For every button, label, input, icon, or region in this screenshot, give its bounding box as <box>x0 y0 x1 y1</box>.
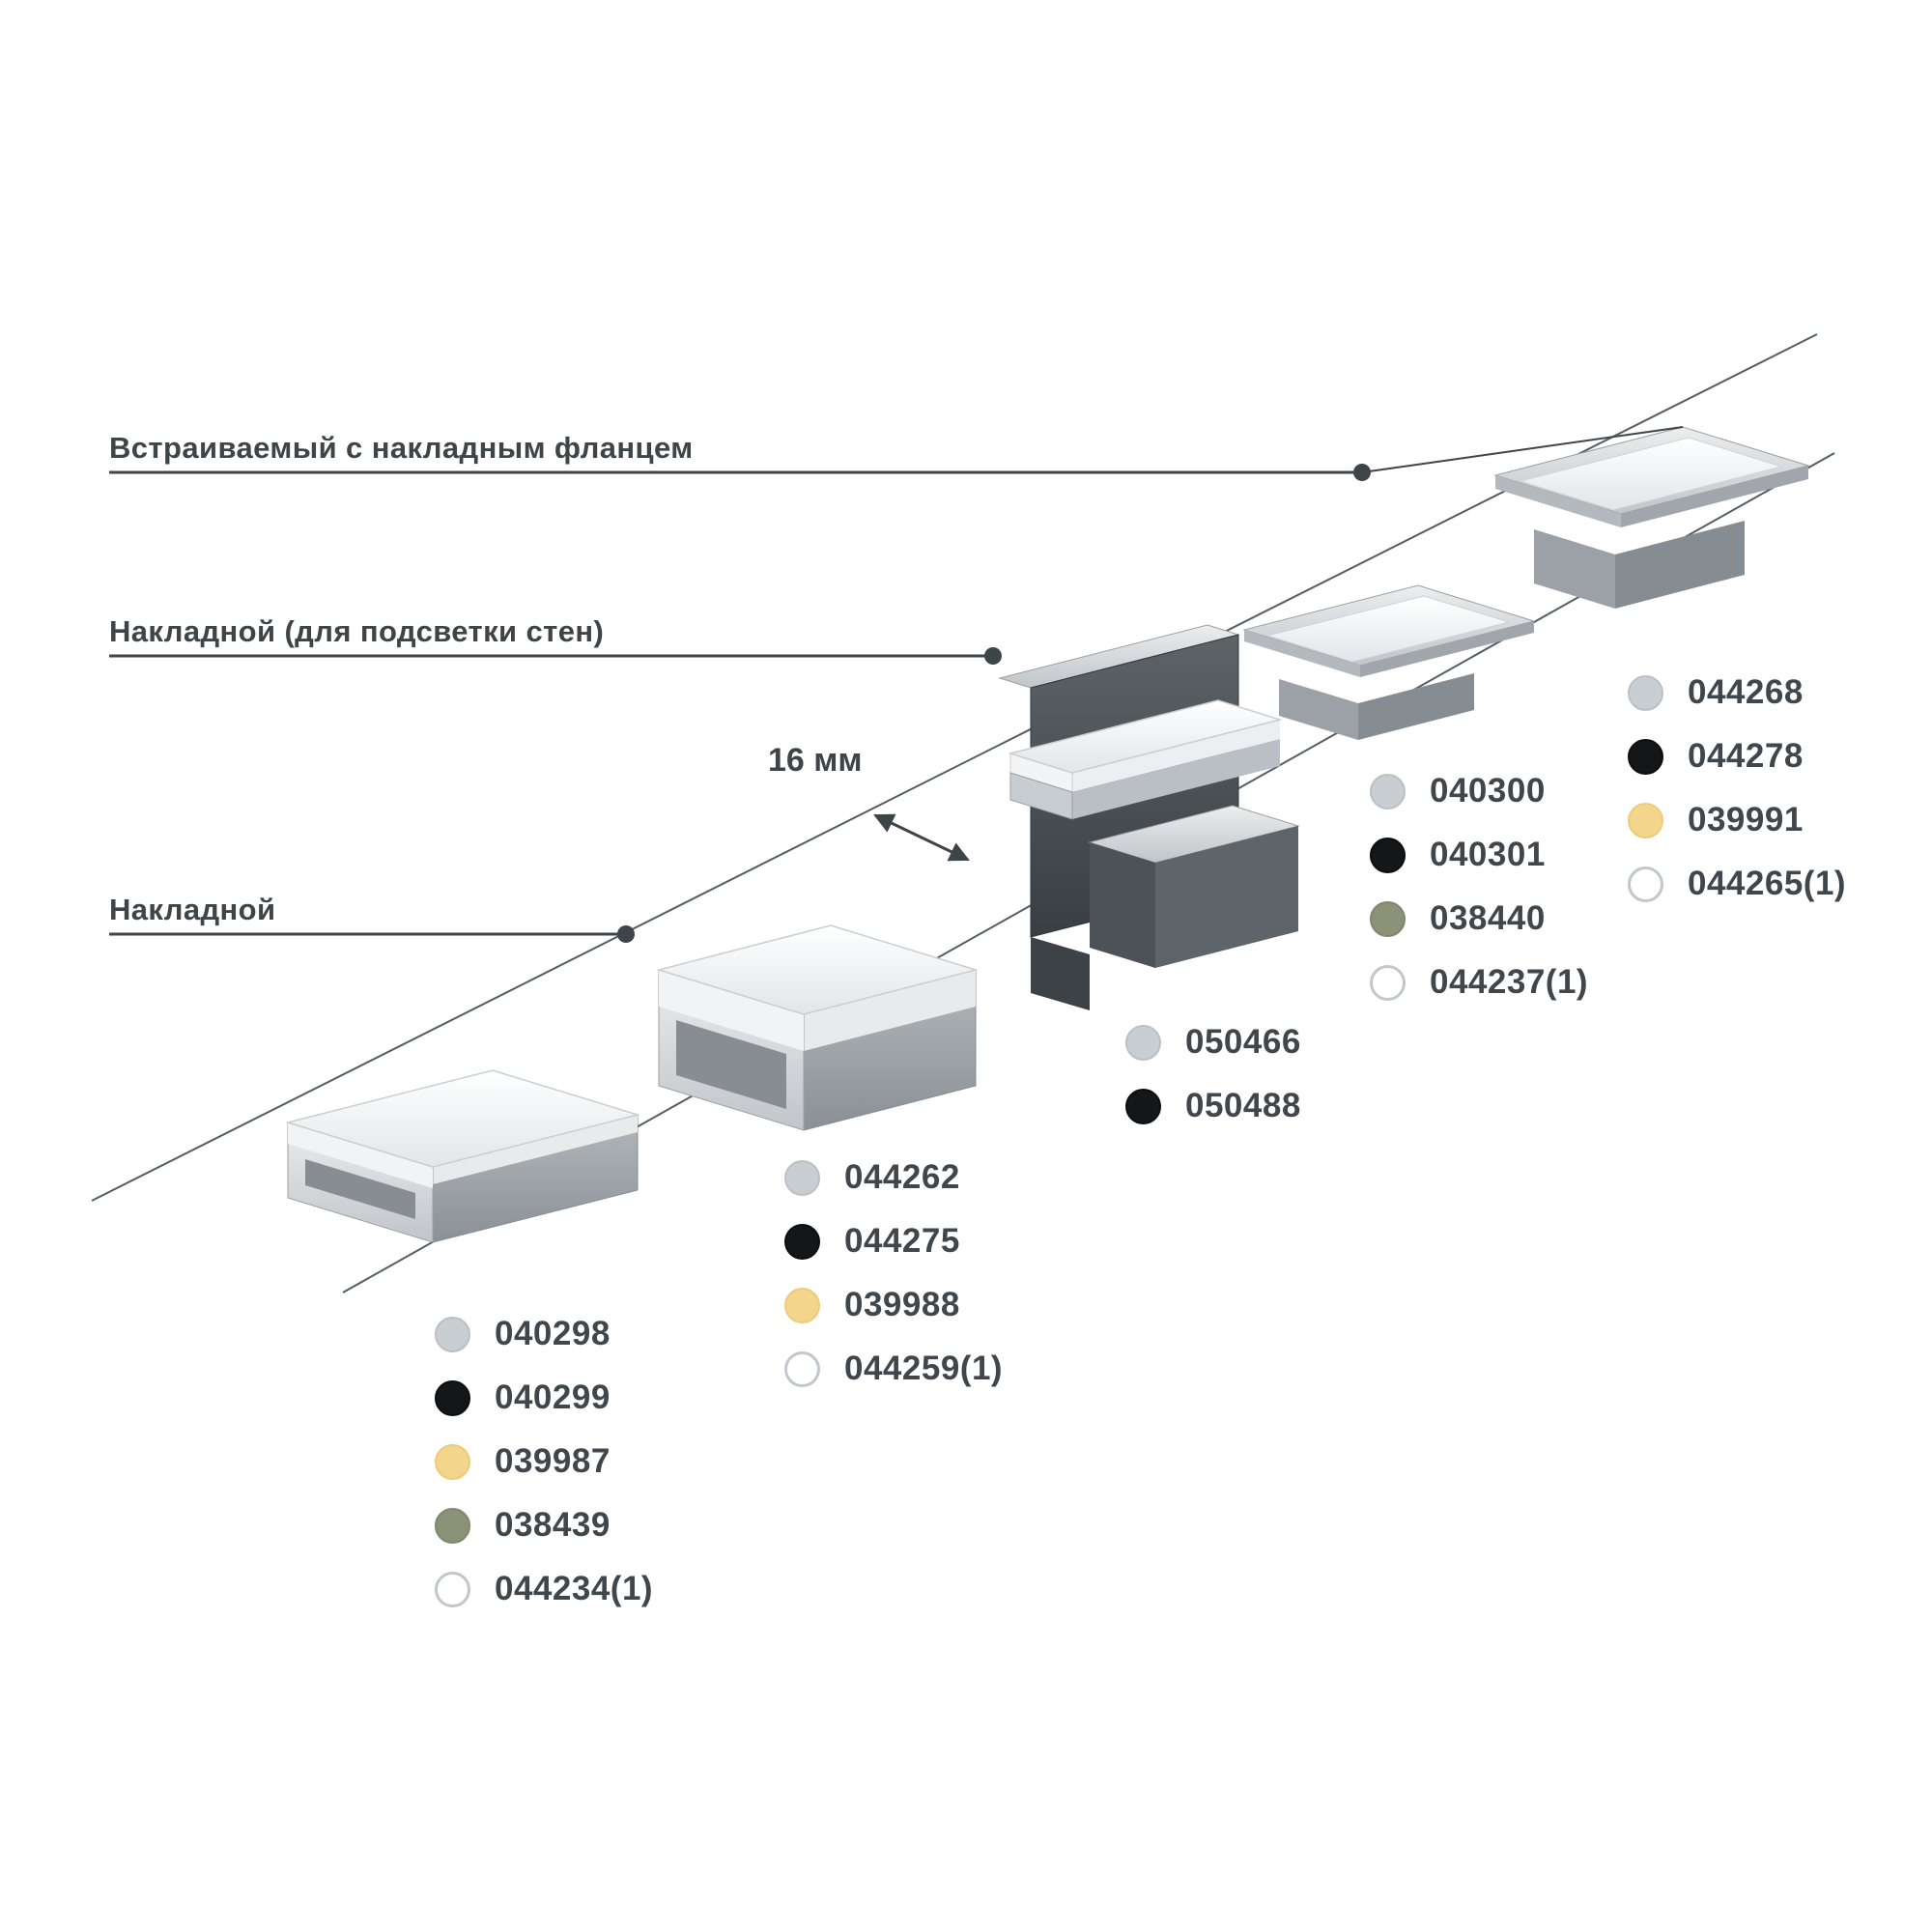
article-code: 044234(1) <box>495 1570 654 1607</box>
leader-dot-wall <box>984 647 1002 665</box>
article-code: 040301 <box>1430 836 1546 873</box>
article-code: 044268 <box>1688 673 1804 711</box>
article-row: 040298 <box>435 1302 653 1366</box>
color-swatch <box>435 1379 470 1416</box>
leader-dot-recessed <box>1353 464 1371 481</box>
article-code: 039987 <box>495 1442 611 1480</box>
article-row: 044278 <box>1628 724 1846 788</box>
color-swatch <box>1628 674 1663 711</box>
article-row: 044275 <box>784 1209 1003 1273</box>
color-swatch <box>1628 866 1663 902</box>
article-list-wall-washer-profile: 050466 050488 <box>1125 1010 1301 1138</box>
color-swatch <box>435 1507 470 1544</box>
label-surface-wall: Накладной (для подсветки стен) <box>109 614 605 648</box>
article-row: 044262 <box>784 1146 1003 1209</box>
article-row: 040299 <box>435 1366 653 1430</box>
article-row: 044268 <box>1628 661 1846 724</box>
article-row: 044237(1) <box>1370 951 1588 1014</box>
color-swatch <box>1370 773 1406 810</box>
color-swatch <box>1628 738 1663 775</box>
article-code: 044262 <box>844 1158 960 1196</box>
article-row: 038439 <box>435 1493 653 1557</box>
article-row: 044259(1) <box>784 1337 1003 1401</box>
article-code: 040300 <box>1430 772 1546 810</box>
article-code: 040298 <box>495 1315 611 1352</box>
surface-profile-high-illustration <box>656 924 979 1131</box>
color-swatch <box>784 1350 820 1387</box>
color-swatch <box>1370 964 1406 1001</box>
article-row: 038440 <box>1370 887 1588 951</box>
article-row: 039987 <box>435 1430 653 1493</box>
article-row: 039988 <box>784 1273 1003 1337</box>
article-code: 038439 <box>495 1506 611 1544</box>
article-row: 039991 <box>1628 788 1846 852</box>
article-list-recessed-flange-small: 040300 040301 038440 044237(1) <box>1370 759 1588 1014</box>
wall-washer-profile-illustration <box>998 624 1300 1010</box>
article-list-surface-profile-flat: 040298 040299 039987 038439 044234(1) <box>435 1302 653 1621</box>
article-code: 038440 <box>1430 899 1546 937</box>
surface-profile-flat-illustration <box>285 1069 640 1243</box>
article-row: 044265(1) <box>1628 852 1846 916</box>
recessed-flange-profile-large-illustration <box>1493 426 1810 609</box>
article-code: 044237(1) <box>1430 963 1589 1001</box>
color-swatch <box>435 1316 470 1352</box>
color-swatch <box>1370 837 1406 873</box>
label-recessed-flange: Встраиваемый с накладным фланцем <box>109 431 694 465</box>
color-swatch <box>1370 900 1406 937</box>
color-swatch <box>784 1287 820 1323</box>
color-swatch <box>435 1571 470 1607</box>
article-code: 044278 <box>1688 737 1804 775</box>
article-row: 050488 <box>1125 1074 1301 1138</box>
color-swatch <box>435 1443 470 1480</box>
article-code: 044275 <box>844 1222 960 1260</box>
color-swatch <box>1125 1024 1161 1061</box>
article-code: 050488 <box>1185 1087 1301 1124</box>
article-row: 040301 <box>1370 823 1588 887</box>
dimension-arrow <box>873 813 970 862</box>
leader-lines <box>109 426 1684 943</box>
article-row: 044234(1) <box>435 1557 653 1621</box>
leader-dot-surface <box>617 925 635 943</box>
color-swatch <box>784 1159 820 1196</box>
color-swatch <box>1125 1088 1161 1124</box>
article-code: 039988 <box>844 1286 960 1323</box>
article-row: 050466 <box>1125 1010 1301 1074</box>
article-row: 040300 <box>1370 759 1588 823</box>
label-surface: Накладной <box>109 893 276 926</box>
article-code: 039991 <box>1688 801 1804 838</box>
article-list-recessed-flange-large: 044268 044278 039991 044265(1) <box>1628 661 1846 916</box>
color-swatch <box>784 1223 820 1260</box>
dimension-label: 16 мм <box>768 742 863 779</box>
article-code: 044259(1) <box>844 1350 1004 1387</box>
article-code: 044265(1) <box>1688 865 1847 902</box>
article-list-surface-profile-high: 044262 044275 039988 044259(1) <box>784 1146 1003 1401</box>
color-swatch <box>1628 802 1663 838</box>
article-code: 040299 <box>495 1378 611 1416</box>
article-code: 050466 <box>1185 1023 1301 1061</box>
recessed-flange-profile-small-illustration <box>1242 584 1536 740</box>
